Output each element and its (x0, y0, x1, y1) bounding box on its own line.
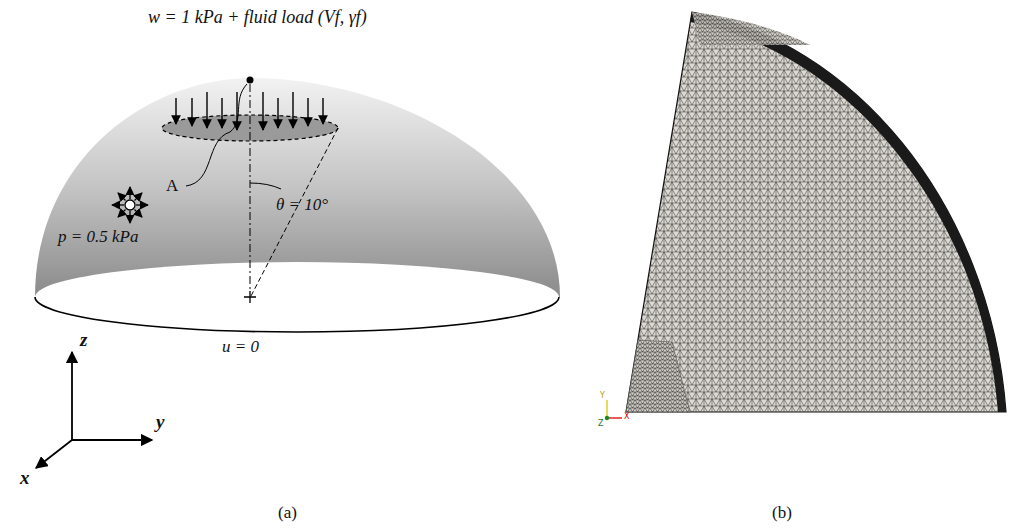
load-label: w = 1 kPa + fluid load (Vf, γf) (148, 8, 367, 28)
mesh-quarter-dome (626, 12, 1006, 412)
pressure-label: p = 0.5 kPa (58, 228, 138, 247)
mesh-rim (690, 12, 1006, 412)
point-a (247, 77, 254, 84)
angle-label: θ = 10° (276, 196, 328, 215)
leader-line (186, 84, 247, 186)
boundary-label: u = 0 (222, 338, 259, 357)
angle-arc (250, 183, 281, 189)
axis-label: x (20, 468, 30, 489)
panel-label: (a) (278, 504, 297, 523)
axis-label: Y (600, 392, 605, 401)
dome-base (35, 297, 559, 332)
axis-label: X (624, 413, 629, 422)
axis-label: Z (598, 420, 603, 429)
mesh-axes (605, 400, 622, 420)
point-label: A (166, 177, 178, 196)
axis-label: z (80, 330, 87, 351)
axis-label: y (156, 412, 164, 433)
panel-label: (b) (772, 504, 792, 523)
cap-radius (251, 128, 338, 296)
symmetry-axis (250, 84, 251, 292)
pressure-symbol (112, 187, 148, 223)
axes (36, 352, 152, 468)
mesh-refined-top (692, 12, 810, 45)
mesh-refined (626, 340, 690, 412)
center-mark (244, 291, 256, 303)
dome-base-cut (35, 262, 559, 332)
